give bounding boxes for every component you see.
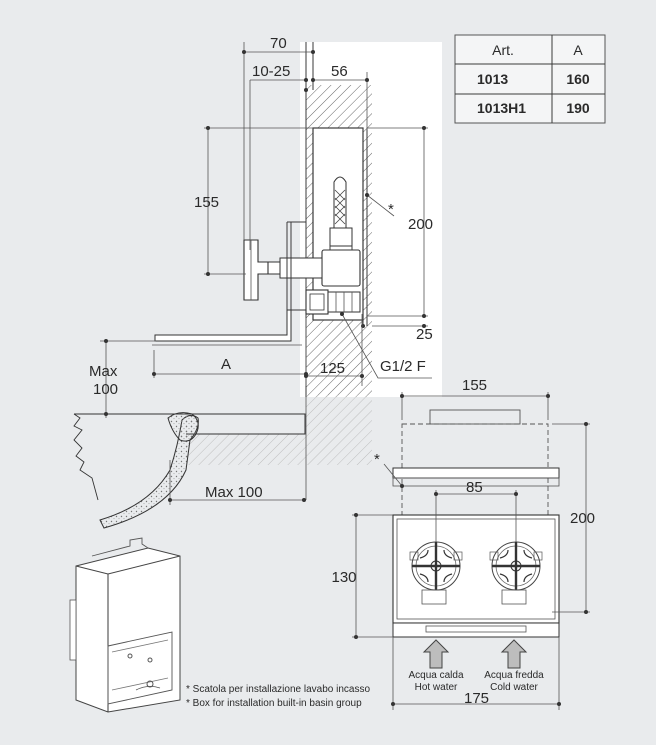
table-cell-art-1: 1013 bbox=[477, 71, 508, 87]
cold-water-arrow-icon bbox=[500, 639, 528, 669]
dim-max-100-line1: Max bbox=[89, 363, 118, 380]
table-cell-a-1: 160 bbox=[566, 71, 590, 87]
table-cell-art-2: 1013H1 bbox=[477, 100, 526, 116]
dim-155-top: 155 bbox=[462, 377, 487, 394]
section-view bbox=[152, 42, 372, 397]
dim-max-100-line2: 100 bbox=[93, 381, 118, 398]
hot-water-label-en: Hot water bbox=[415, 682, 458, 693]
dimension-labels: 70 10-25 56 155 200 * 25 125 G1/2 F A Ma… bbox=[89, 35, 595, 709]
dim-175: 175 bbox=[464, 690, 489, 707]
dim-85: 85 bbox=[466, 479, 483, 496]
dim-155-left: 155 bbox=[194, 194, 219, 211]
note-english: * Box for installation built-in basin gr… bbox=[186, 698, 362, 709]
dim-max-100-bottom: Max 100 bbox=[205, 484, 263, 501]
cold-valve bbox=[489, 541, 543, 605]
dim-200-right: 200 bbox=[408, 216, 433, 233]
asterisk-lower: * bbox=[374, 451, 380, 468]
cold-water-label-it: Acqua fredda bbox=[484, 670, 544, 681]
table-header-a: A bbox=[573, 42, 583, 58]
basin-section bbox=[73, 395, 372, 529]
dim-130: 130 bbox=[331, 569, 356, 586]
dim-25: 25 bbox=[416, 326, 433, 343]
table-header-art: Art. bbox=[492, 42, 514, 58]
hot-water-label-it: Acqua calda bbox=[408, 670, 463, 681]
note-italian: * Scatola per installazione lavabo incas… bbox=[186, 684, 370, 695]
dim-a: A bbox=[221, 356, 231, 373]
hot-water-arrow-icon bbox=[422, 639, 450, 669]
dim-56: 56 bbox=[331, 63, 348, 80]
front-view bbox=[352, 392, 590, 710]
installation-box-isometric bbox=[69, 537, 181, 713]
dim-200-side: 200 bbox=[570, 510, 595, 527]
cold-water-label-en: Cold water bbox=[490, 682, 538, 693]
dim-70: 70 bbox=[270, 35, 287, 52]
asterisk-upper: * bbox=[388, 201, 394, 218]
article-table: Art. A 1013 160 1013H1 190 bbox=[454, 34, 606, 124]
hot-valve bbox=[409, 541, 463, 605]
table-cell-a-2: 190 bbox=[566, 100, 590, 116]
dim-125: 125 bbox=[320, 360, 345, 377]
dimension-lines-upper bbox=[100, 42, 432, 418]
dim-10-25: 10-25 bbox=[252, 63, 290, 80]
thread-label: G1/2 F bbox=[380, 358, 426, 375]
